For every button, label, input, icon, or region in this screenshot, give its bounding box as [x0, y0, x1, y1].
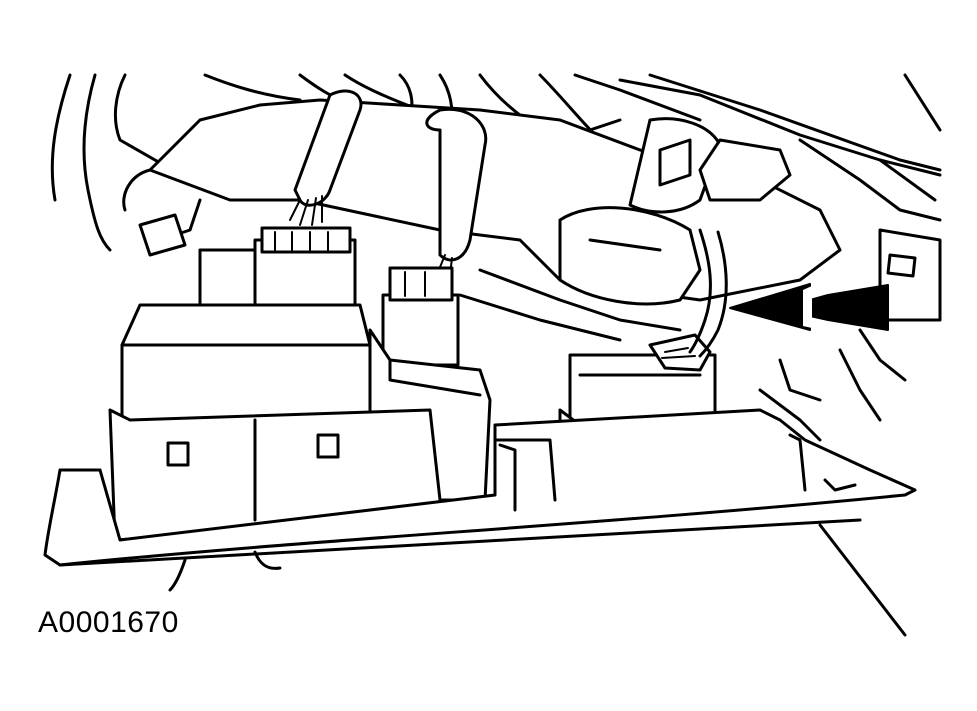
connector-center [381, 266, 460, 367]
harness-wire-right [688, 228, 728, 358]
arrow-left-icon [729, 283, 889, 331]
wiring-harness [289, 89, 488, 276]
connector-right [568, 333, 717, 432]
bezel-frame [43, 408, 917, 637]
figure-id-label: A0001670 [38, 606, 179, 639]
